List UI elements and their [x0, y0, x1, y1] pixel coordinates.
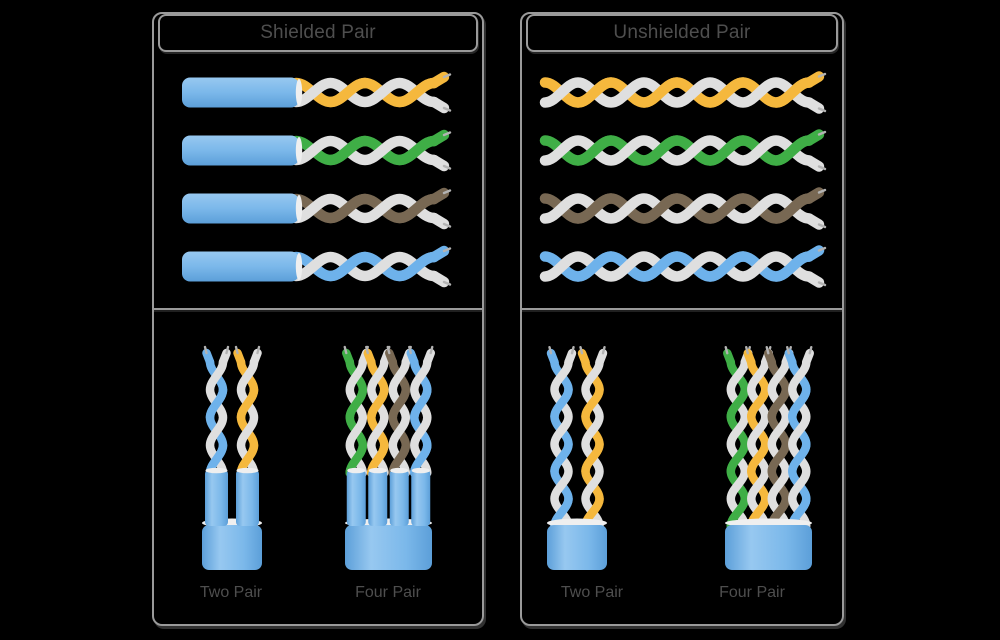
twisted-pair-blue [784, 346, 814, 531]
cable-jacket [202, 525, 262, 570]
twisted-pair-orange [233, 345, 262, 478]
shield-tube-rim [205, 467, 228, 474]
twisted-pair-green [342, 345, 371, 478]
shielded-pair-panel: Shielded Pair Two Pair Four Pair [152, 12, 484, 626]
two-pair-cable-unshielded [546, 346, 608, 570]
shield-tube-rim [236, 467, 259, 474]
shield-tube [389, 470, 409, 526]
shielded-panel-divider [153, 308, 483, 310]
twisted-pair-orange [577, 346, 608, 531]
four-pair-cable-shielded [342, 345, 435, 570]
unshielded-four-pair-label: Four Pair [719, 584, 785, 601]
shield-tube-cap [295, 195, 303, 222]
unshielded-pair-panel: Unshielded Pair Two Pair Four Pair [520, 12, 844, 626]
cable-jacket [345, 525, 432, 570]
twisted-pair-orange [290, 71, 452, 114]
unshielded-panel-divider [521, 308, 843, 310]
shield-tube [205, 470, 228, 526]
twisted-pair-brown [290, 187, 452, 230]
twisted-pair-orange [743, 346, 773, 531]
two-pair-cable-shielded [202, 345, 262, 570]
shielded-panel-header: Shielded Pair [158, 14, 478, 52]
twisted-pair-brown [539, 187, 827, 230]
twisted-pair-green [723, 346, 753, 531]
shield-tube [346, 470, 366, 526]
twisted-pair-brown [385, 345, 414, 478]
four-pair-cable-unshielded [723, 346, 814, 570]
shield-tube-cap [295, 137, 303, 164]
shielded-four-pair-label: Four Pair [355, 584, 421, 601]
shield-tube-rim [368, 467, 387, 474]
shield-tube [182, 251, 299, 282]
shield-tube-rim [347, 467, 366, 474]
shield-tube-cap [295, 79, 303, 106]
twisted-pair-green [290, 129, 452, 172]
shield-tube-rim [411, 467, 430, 474]
twisted-pair-green [539, 129, 827, 172]
unshielded-two-pair-label: Two Pair [560, 584, 624, 601]
shielded-panel-title: Shielded Pair [260, 22, 376, 43]
unshielded-cables-drawing [539, 71, 827, 570]
shield-tube [182, 193, 299, 224]
twisted-pair-blue [546, 346, 577, 531]
twisted-pair-blue [406, 345, 435, 478]
shield-tube-rim [390, 467, 409, 474]
shield-tube-cap [295, 253, 303, 280]
shielded-cables-drawing [182, 71, 452, 570]
twisted-pair-orange [363, 345, 392, 478]
shielded-two-pair-label: Two Pair [199, 584, 263, 601]
twisted-pair-blue [290, 245, 452, 288]
shield-tube [236, 470, 259, 526]
cable-jacket [547, 525, 607, 570]
twisted-pair-blue [539, 245, 827, 288]
shield-tube [368, 470, 388, 526]
unshielded-panel-header: Unshielded Pair [526, 14, 838, 52]
shield-tube [182, 77, 299, 108]
unshielded-panel-title: Unshielded Pair [613, 22, 751, 43]
twisted-pair-orange [539, 71, 827, 114]
cable-jacket [725, 525, 812, 570]
shield-tube [182, 135, 299, 166]
shield-tube [411, 470, 431, 526]
twisted-pair-blue [202, 345, 231, 478]
twisted-pair-brown [764, 346, 794, 531]
